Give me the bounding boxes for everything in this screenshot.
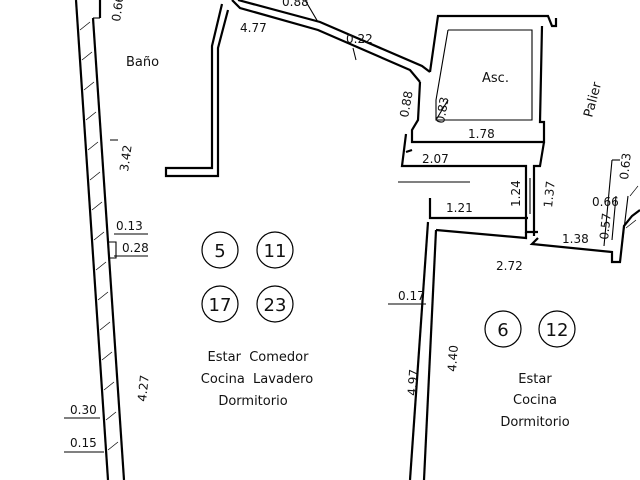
central-wall [400,133,538,480]
dimension-ticks [64,139,470,453]
unit-circle: 5 [201,231,239,269]
dim-label: 4.40 [445,345,461,373]
unit-circle: 6 [484,310,522,348]
dim-label: 4.27 [135,374,152,402]
unit-label-line: Cocina Lavadero [201,372,313,387]
unit-number: 12 [546,320,569,341]
room-label-bano: Baño [126,55,159,70]
unit-label-line: Cocina [513,393,557,408]
unit-circle: 17 [201,285,239,323]
dim-label: 2.07 [422,152,449,166]
dim-label: 0.88 [282,0,309,9]
dim-label: 0.15 [70,436,97,450]
dim-label: 4.97 [405,369,421,397]
dim-label: 0.17 [398,289,425,303]
unit-label-line: Dormitorio [500,415,569,430]
room-label-palier: Palier [581,80,605,119]
dim-label: 0.13 [116,219,143,233]
dim-label: 1.24 [509,180,523,207]
unit-number: 23 [264,295,287,316]
dim-label: 1.21 [446,201,473,215]
bath-partition [164,3,230,178]
dim-label: 3.42 [117,144,135,172]
dim-label: 0.30 [70,403,97,417]
dim-label: 0.22 [346,32,373,46]
unit-circle: 12 [538,310,576,348]
dim-label: 0.28 [122,241,149,255]
unit-label-line: Estar [518,372,552,387]
unit-group-right: 6 12 Estar Cocina Dormitorio [484,310,576,430]
palier-walls [529,159,640,264]
dim-label: 0.83 [433,96,451,125]
dim-label: 0.63 [617,152,634,180]
room-label-asc: Asc. [482,71,509,86]
dim-label: 2.72 [496,259,523,273]
dim-label: 0.57 [597,212,614,240]
dim-label: 1.38 [562,232,589,246]
unit-number: 6 [497,320,508,341]
unit-circle: 23 [256,285,294,323]
elevator-shaft [410,14,558,236]
unit-circle: 11 [256,231,294,269]
dim-label: 0.66 [592,195,619,209]
unit-number: 11 [264,241,287,262]
unit-group-left: 5 11 17 23 Estar Comedor Cocina Lavadero… [201,231,313,409]
unit-number: 5 [214,241,225,262]
unit-number: 17 [209,295,232,316]
dimension-labels: 0.66 0.88 4.77 0.22 0.88 0.83 1.78 3.42 … [70,0,634,450]
top-wall [98,0,431,83]
left-exterior-wall [74,0,126,480]
unit-label-line: Dormitorio [218,394,287,409]
dim-label: 1.78 [468,127,495,141]
dim-label: 1.37 [541,180,558,208]
dim-label: 4.77 [240,21,267,35]
dim-label: 0.66 [109,0,127,22]
unit-label-line: Estar Comedor [208,350,310,365]
dim-label: 0.88 [397,90,415,119]
